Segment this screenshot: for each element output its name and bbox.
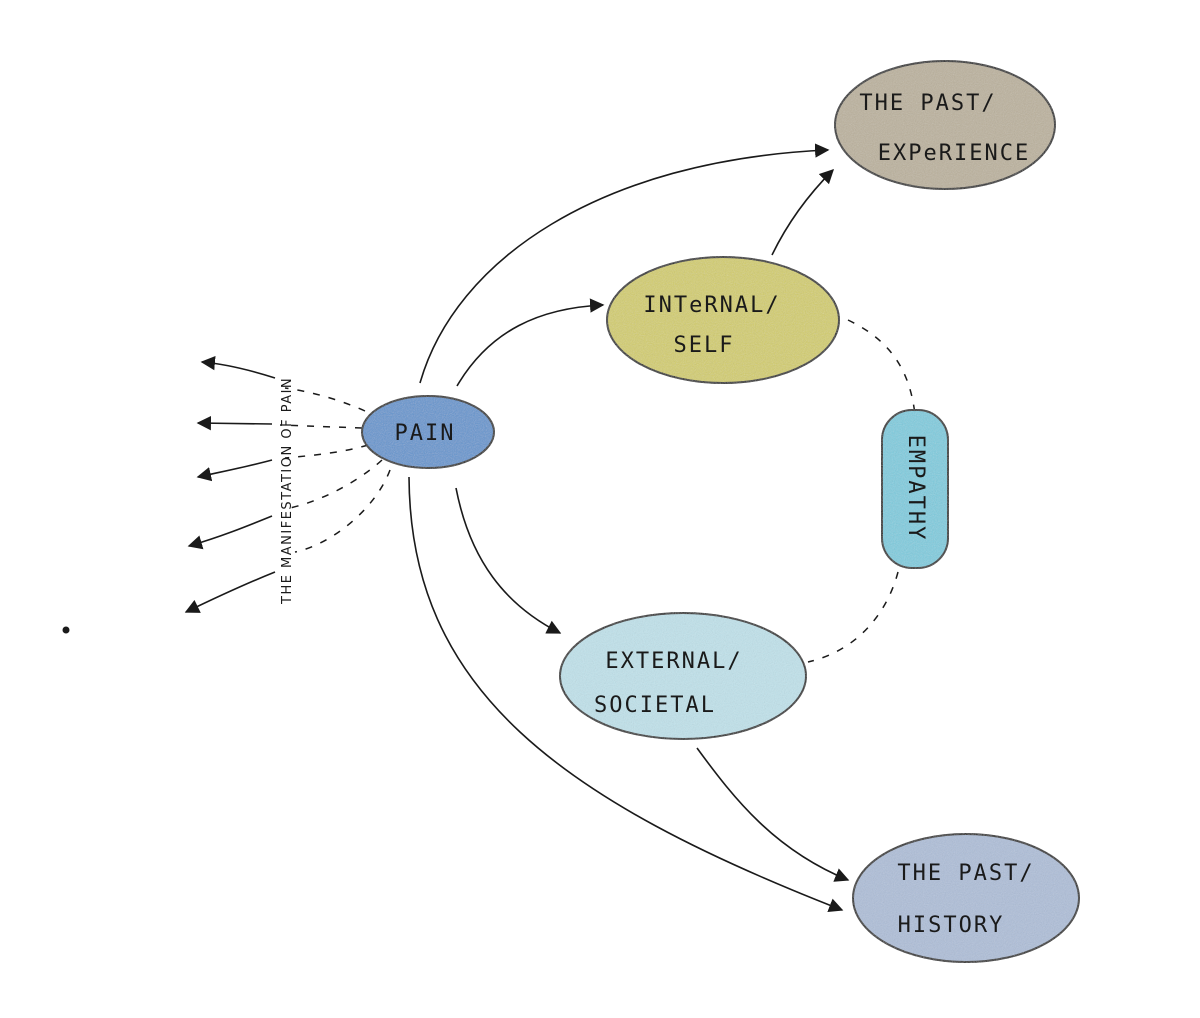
node-internal-shape: [606, 256, 840, 384]
node-internal-line1: INTeRNAL/: [643, 293, 780, 318]
dashed-fan-line-1: [284, 387, 366, 412]
node-past-history-line2: HISTORY: [898, 913, 1005, 938]
node-past-history-line1: THE PAST/: [897, 861, 1034, 886]
arrow-pain-to-past-history: [408, 476, 844, 912]
arrow-manifestation-2: [196, 415, 273, 431]
node-external-line1: EXTERNAL/: [605, 649, 742, 674]
node-past-history: THE PAST/ HISTORY: [852, 833, 1080, 963]
arrow-manifestation-3: [196, 459, 273, 482]
node-empathy: EMPATHY: [881, 409, 949, 569]
dashed-internal-to-empathy: [847, 319, 916, 416]
node-external-line2: SOCIETAL: [594, 693, 716, 718]
node-empathy-shape: [881, 409, 949, 569]
manifestation-label: THE MANIFESTATION OF PAIN: [280, 377, 295, 605]
dashed-fan-line-4: [289, 459, 383, 509]
node-pain-label: PAIN: [395, 421, 456, 446]
node-past-history-shape: [852, 833, 1080, 963]
manifestation-fan: THE MANIFESTATION OF PAIN: [184, 355, 391, 613]
dashed-empathy-to-external: [807, 571, 899, 663]
dashed-fan-line-3: [284, 444, 369, 459]
arrow-pain-to-internal: [456, 298, 605, 387]
pencil-dot: [62, 626, 70, 634]
arrow-pain-to-past-experience: [419, 143, 830, 384]
arrow-manifestation-5: [184, 571, 276, 613]
node-pain: PAIN: [361, 395, 495, 469]
node-external-societal: EXTERNAL/ SOCIETAL: [559, 612, 807, 740]
node-internal-self: INTeRNAL/ SELF: [606, 256, 840, 384]
node-past-experience-shape: [834, 60, 1056, 190]
node-internal-line2: SELF: [674, 333, 735, 358]
arrow-pain-to-external: [455, 487, 562, 634]
dashed-fan-line-2: [279, 424, 363, 429]
node-past-experience-line2: EXPeRIENCE: [878, 141, 1030, 166]
node-pain-shape: [361, 395, 495, 469]
node-external-shape: [559, 612, 807, 740]
dashed-fan-line-5: [294, 469, 391, 553]
arrow-internal-to-past-experience: [771, 168, 835, 256]
arrow-manifestation-1: [200, 355, 276, 379]
node-past-experience: THE PAST/ EXPeRIENCE: [834, 60, 1056, 190]
node-past-experience-line1: THE PAST/: [859, 91, 996, 116]
arrow-external-to-past-history: [696, 747, 850, 882]
arrow-manifestation-4: [187, 515, 273, 550]
node-empathy-label: EMPATHY: [903, 435, 928, 542]
